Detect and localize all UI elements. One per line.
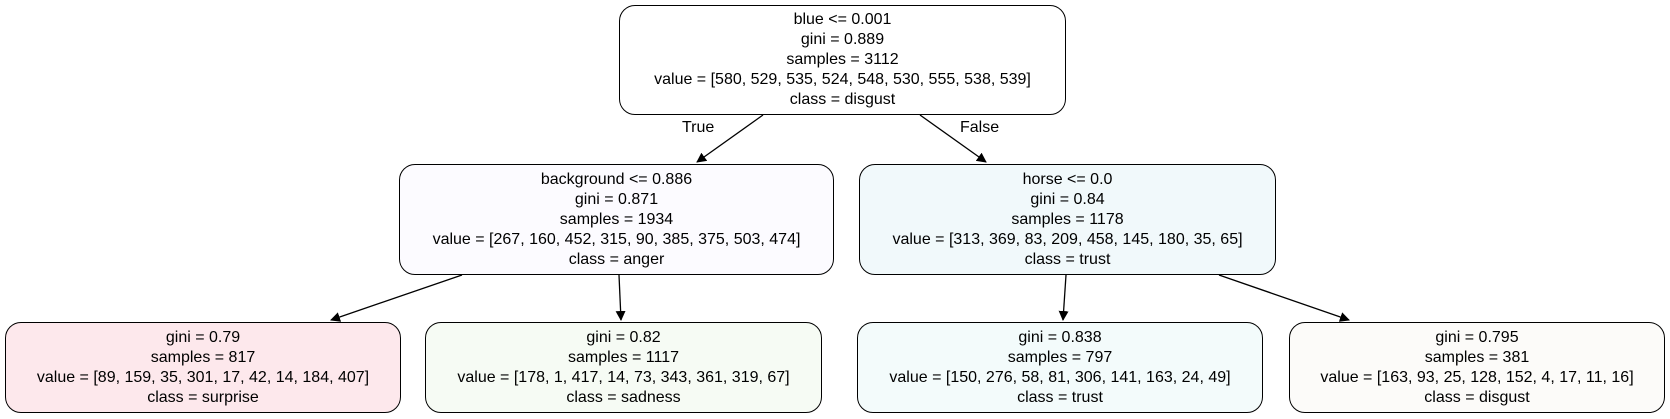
node-split-label: background <= 0.886: [540, 170, 693, 188]
edge-n2-n5: [1058, 274, 1069, 321]
node-value-label: value = [89, 159, 35, 301, 17, 42, 14, 1…: [36, 368, 370, 386]
node-class-label: class = surprise: [147, 388, 259, 406]
node-class-label: class = disgust: [1424, 388, 1530, 406]
tree-leaf-sadness: gini = 0.82 samples = 1117 value = [178,…: [425, 322, 822, 413]
node-samples-label: samples = 1934: [559, 210, 674, 228]
node-class-label: class = trust: [1024, 250, 1111, 268]
node-class-label: class = anger: [568, 250, 665, 268]
tree-leaf-disgust: gini = 0.795 samples = 381 value = [163,…: [1289, 322, 1665, 413]
tree-leaf-trust: gini = 0.838 samples = 797 value = [150,…: [857, 322, 1263, 413]
node-value-label: value = [163, 93, 25, 128, 152, 4, 17, 1…: [1320, 368, 1634, 386]
edge-n2-n6: [1218, 274, 1350, 322]
node-gini-label: gini = 0.889: [800, 31, 885, 48]
node-class-label: class = sadness: [566, 388, 681, 406]
node-samples-label: samples = 381: [1424, 348, 1530, 366]
node-samples-label: samples = 1178: [1011, 210, 1124, 228]
node-value-label: value = [150, 276, 58, 81, 306, 141, 163…: [889, 368, 1231, 386]
node-value-label: value = [178, 1, 417, 14, 73, 343, 361, …: [457, 368, 790, 386]
node-split-label: blue <= 0.001: [793, 11, 892, 28]
node-gini-label: gini = 0.871: [574, 190, 659, 208]
edge-label-false: False: [960, 119, 1000, 136]
edge-n1-n4: [615, 274, 626, 321]
tree-node-root: blue <= 0.001 gini = 0.889 samples = 311…: [619, 5, 1066, 115]
node-value-label: value = [313, 369, 83, 209, 458, 145, 18…: [892, 230, 1243, 248]
edge-n1-n3: [330, 274, 463, 322]
node-gini-label: gini = 0.838: [1018, 328, 1102, 346]
node-class-label: class = disgust: [789, 91, 896, 108]
edge-label-true: True: [682, 119, 715, 136]
node-samples-label: samples = 817: [150, 348, 256, 366]
node-gini-label: gini = 0.79: [165, 328, 241, 346]
node-gini-label: gini = 0.82: [586, 328, 661, 346]
node-value-label: value = [580, 529, 535, 524, 548, 530, 5…: [654, 71, 1031, 88]
tree-node-right: horse <= 0.0 gini = 0.84 samples = 1178 …: [859, 164, 1276, 275]
tree-node-left: background <= 0.886 gini = 0.871 samples…: [399, 164, 834, 275]
node-split-label: horse <= 0.0: [1022, 170, 1113, 188]
node-samples-label: samples = 1117: [567, 348, 680, 366]
tree-leaf-surprise: gini = 0.79 samples = 817 value = [89, 1…: [5, 322, 401, 413]
node-value-label: value = [267, 160, 452, 315, 90, 385, 37…: [432, 230, 801, 248]
edge-n0-n1: [696, 114, 764, 163]
node-samples-label: samples = 3112: [786, 51, 899, 68]
node-gini-label: gini = 0.795: [1435, 328, 1519, 346]
edge-n0-n2: [919, 114, 987, 163]
node-samples-label: samples = 797: [1007, 348, 1113, 366]
node-gini-label: gini = 0.84: [1030, 190, 1105, 208]
node-class-label: class = trust: [1017, 388, 1103, 406]
